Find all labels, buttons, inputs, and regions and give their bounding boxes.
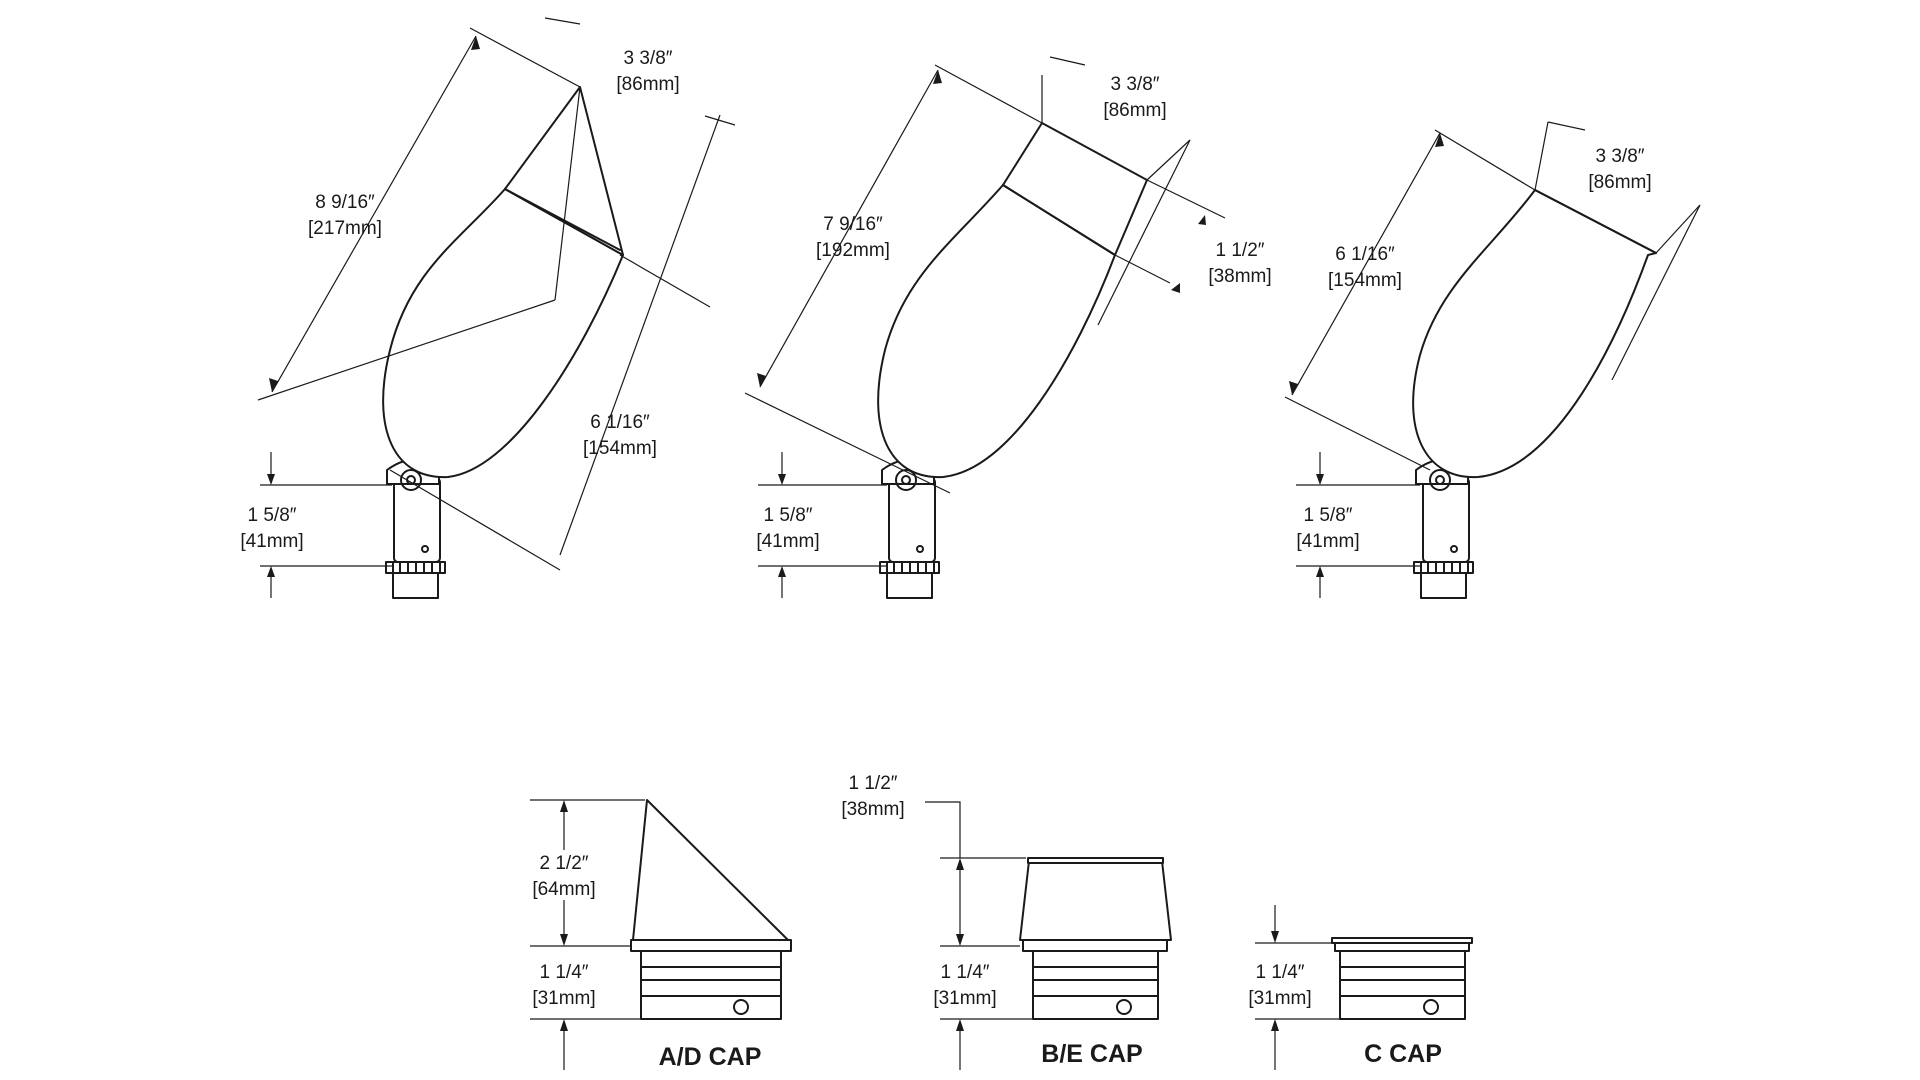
label-base-mm: [31mm] xyxy=(933,988,996,1009)
label-base: 1 1/4″ xyxy=(941,962,990,983)
label-base-mm: [31mm] xyxy=(532,988,595,1009)
cap-c: 1 1/4″ [31mm] C CAP xyxy=(1248,905,1473,1070)
dim-top xyxy=(530,799,645,947)
label-total-mm: [217mm] xyxy=(308,218,382,239)
cap-ad: 2 1/2″ [64mm] 1 1/4″ [31mm] A/D CAP xyxy=(530,799,792,1071)
label-base: 1 1/4″ xyxy=(540,962,589,983)
label-cap: 1 1/2″ xyxy=(1216,240,1265,261)
label-base: 1 1/4″ xyxy=(1256,962,1305,983)
label-width-mm: [86mm] xyxy=(1588,172,1651,193)
fixture-be: 7 9/16″ [192mm] 3 3/8″ [86mm] 1 1/2″ [38… xyxy=(744,56,1272,599)
label-base-mm: [31mm] xyxy=(1248,988,1311,1009)
fixture-body xyxy=(382,188,624,479)
dim-width xyxy=(1041,56,1191,326)
label-body: 6 1/16″ xyxy=(590,412,650,433)
label-stem-mm: [41mm] xyxy=(756,531,819,552)
dim-stem xyxy=(758,452,887,598)
stem xyxy=(385,458,446,599)
dim-cap xyxy=(1114,179,1226,293)
stem xyxy=(1413,458,1474,599)
angled-cap xyxy=(632,799,789,941)
label-width-mm: [86mm] xyxy=(616,74,679,95)
label-stem-mm: [41mm] xyxy=(240,531,303,552)
dim-total xyxy=(744,64,1043,494)
dim-stem xyxy=(260,452,392,598)
label-width-mm: [86mm] xyxy=(1103,100,1166,121)
fixture-c: 6 1/16″ [154mm] 3 3/8″ [86mm] 1 5/8″ [41… xyxy=(1284,121,1701,599)
label-stem-mm: [41mm] xyxy=(1296,531,1359,552)
label-top: 2 1/2″ xyxy=(540,853,589,874)
dim-base xyxy=(940,1018,1033,1070)
label-total-mm: [154mm] xyxy=(1328,270,1402,291)
fixture-ad: 8 9/16″ [217mm] 3 3/8″ [86mm] 6 1/16″ [1… xyxy=(240,17,736,599)
label-stem: 1 5/8″ xyxy=(1304,505,1353,526)
label-total: 8 9/16″ xyxy=(315,192,375,213)
label-top: 1 1/2″ xyxy=(849,773,898,794)
cap-be: 1 1/2″ [38mm] 1 1/4″ [31mm] B/E CAP xyxy=(841,773,1172,1070)
label-top-mm: [38mm] xyxy=(841,799,904,820)
dim-total xyxy=(1284,129,1536,471)
label-top-mm: [64mm] xyxy=(532,879,595,900)
stem xyxy=(879,458,940,599)
dim-top xyxy=(925,801,1026,947)
label-stem: 1 5/8″ xyxy=(764,505,813,526)
label-cap-mm: [38mm] xyxy=(1208,266,1271,287)
cap-title: B/E CAP xyxy=(1041,1040,1142,1068)
label-width: 3 3/8″ xyxy=(624,48,673,69)
flat-cap xyxy=(1019,860,1172,941)
label-body-mm: [154mm] xyxy=(583,438,657,459)
fixture-body xyxy=(1412,189,1657,479)
cap-title: C CAP xyxy=(1364,1040,1442,1068)
label-total-mm: [192mm] xyxy=(816,240,890,261)
label-total: 7 9/16″ xyxy=(823,214,883,235)
fixture-body xyxy=(877,184,1116,479)
label-stem: 1 5/8″ xyxy=(248,505,297,526)
dim-width xyxy=(1534,121,1701,381)
label-total: 6 1/16″ xyxy=(1335,244,1395,265)
dim-total xyxy=(257,27,581,401)
dim-base xyxy=(1255,905,1340,1070)
dim-base xyxy=(530,1018,641,1070)
dim-width xyxy=(544,17,736,556)
label-width: 3 3/8″ xyxy=(1111,74,1160,95)
cap-title: A/D CAP xyxy=(659,1043,762,1071)
dim-stem xyxy=(1296,452,1420,598)
label-width: 3 3/8″ xyxy=(1596,146,1645,167)
